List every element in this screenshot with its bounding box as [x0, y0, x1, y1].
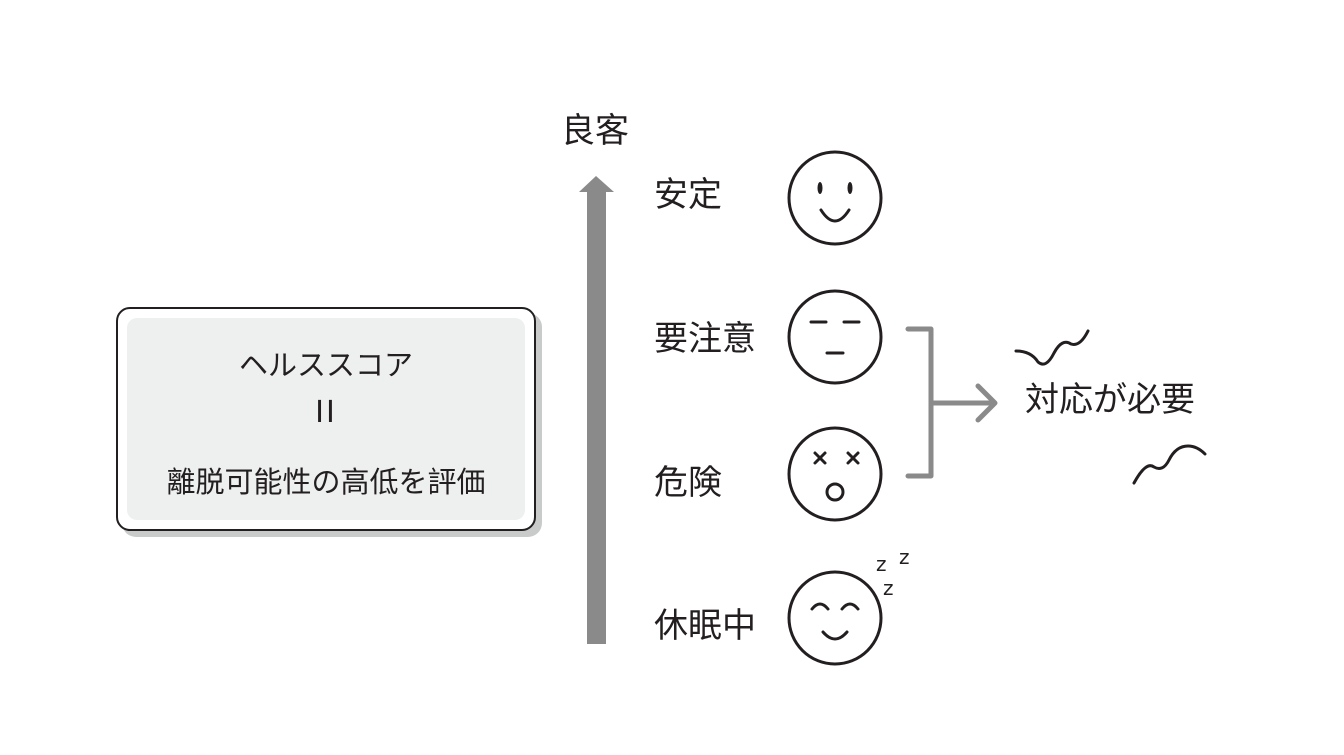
shocked-face-icon [787, 426, 883, 522]
action-required-label: 対応が必要 [1025, 380, 1195, 420]
level-label-dormant: 休眠中 [654, 606, 756, 646]
health-score-card: ヘルススコア II 離脱可能性の高低を評価 [116, 307, 536, 531]
equals-sign: II [315, 395, 337, 430]
squiggle-decoration-icon [1014, 329, 1207, 485]
health-score-description: 離脱可能性の高低を評価 [166, 465, 486, 499]
neutral-face-icon [787, 289, 883, 385]
bracket-arrow-icon [905, 326, 998, 479]
sleep-z-mark: z [883, 576, 894, 600]
sleep-z-mark: z [876, 552, 887, 576]
axis-arrow-head [579, 176, 614, 192]
health-score-title: ヘルススコア [238, 348, 413, 382]
level-label-danger: 危険 [654, 463, 722, 503]
level-label-stable: 安定 [654, 175, 722, 215]
sleeping-face-icon [787, 570, 883, 666]
level-label-caution: 要注意 [654, 319, 756, 359]
axis-arrow-shaft [587, 190, 606, 644]
smiling-face-icon [787, 150, 883, 246]
sleep-z-mark: z [899, 545, 910, 569]
axis-top-label: 良客 [561, 111, 629, 151]
axis-arrow [579, 176, 614, 644]
sleep-z-icon: z z z [876, 545, 910, 600]
health-score-card-body: ヘルススコア II 離脱可能性の高低を評価 [127, 318, 525, 520]
